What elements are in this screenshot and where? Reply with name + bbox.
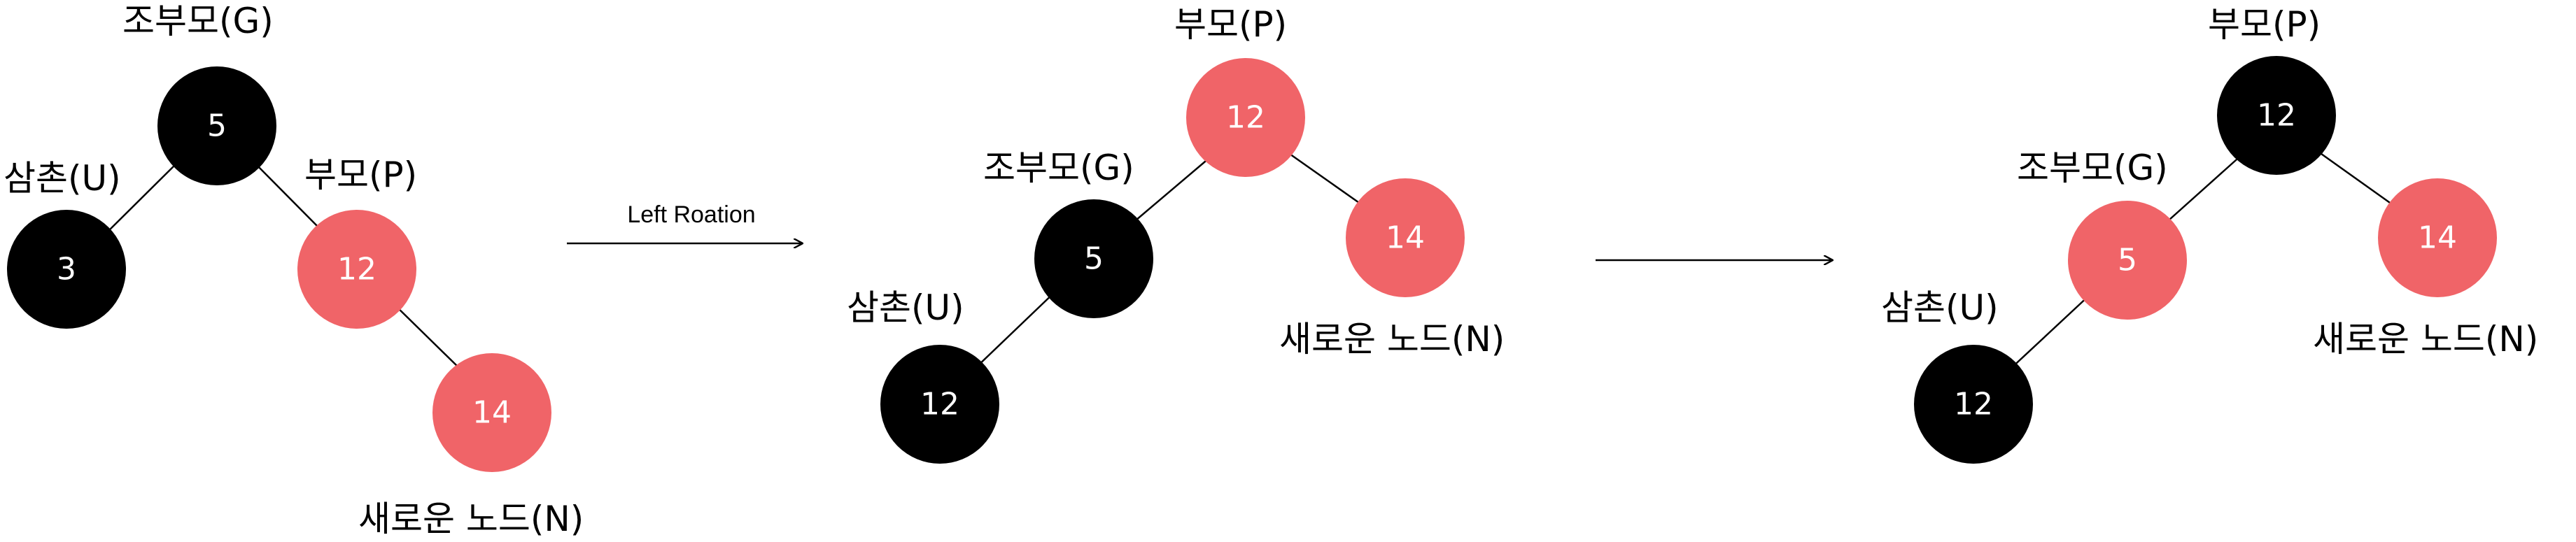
label-grandparent: 조부모(G)	[2017, 148, 2168, 188]
node-value: 14	[2418, 220, 2457, 256]
node-value: 14	[1386, 220, 1425, 256]
node-value: 12	[1954, 387, 1993, 422]
node-parent: 12	[1186, 58, 1305, 177]
node-parent: 12	[2217, 56, 2336, 175]
node-value: 12	[1226, 100, 1265, 136]
node-circle	[7, 210, 126, 329]
edge-parent-grandparent	[2162, 153, 2244, 227]
edge-grandparent-parent	[250, 158, 323, 231]
node-circle	[157, 66, 276, 185]
label-uncle: 삼촌(U)	[3, 158, 121, 199]
node-grandparent: 5	[2068, 201, 2187, 320]
label-grandparent: 조부모(G)	[122, 1, 274, 41]
stage-1-tree: 5 조부모(G) 3 삼촌(U) 12 부모(P) 14 새로운 노드(N)	[3, 1, 584, 539]
label-new-node: 새로운 노드(N)	[2313, 319, 2538, 359]
node-value: 5	[207, 108, 227, 144]
node-circle	[1346, 178, 1465, 297]
edge-parent-new-node	[391, 301, 461, 370]
edge-grandparent-uncle	[973, 290, 1057, 370]
left-rotation-arrow: Left Roation	[567, 201, 802, 243]
node-circle	[880, 345, 999, 464]
node-circle	[1034, 199, 1153, 318]
node-uncle: 12	[880, 345, 999, 464]
edge-grandparent-uncle	[2008, 293, 2092, 371]
node-circle	[1186, 58, 1305, 177]
edge-parent-grandparent	[1126, 153, 1215, 229]
node-uncle: 12	[1914, 345, 2033, 464]
node-value: 12	[920, 387, 959, 422]
node-value: 14	[472, 395, 512, 431]
node-value: 5	[2118, 243, 2137, 278]
label-uncle: 삼촌(U)	[847, 287, 964, 328]
edge-grandparent-uncle	[97, 158, 182, 242]
label-uncle: 삼촌(U)	[1881, 287, 1999, 328]
node-value: 12	[2257, 98, 2296, 134]
node-circle	[2217, 56, 2336, 175]
node-new: 14	[1346, 178, 1465, 297]
node-value: 12	[337, 252, 376, 287]
node-circle	[2068, 201, 2187, 320]
node-parent: 12	[297, 210, 416, 329]
label-grandparent: 조부모(G)	[983, 148, 1134, 188]
stage-3-tree: 12 부모(P) 5 조부모(G) 14 새로운 노드(N) 12 삼촌(U)	[1881, 4, 2538, 464]
node-grandparent: 5	[1034, 199, 1153, 318]
node-uncle: 3	[7, 210, 126, 329]
stage-2-tree: 12 부모(P) 5 조부모(G) 14 새로운 노드(N) 12 삼촌(U)	[847, 4, 1505, 464]
label-new-node: 새로운 노드(N)	[358, 499, 584, 539]
node-new: 14	[432, 353, 551, 472]
label-new-node: 새로운 노드(N)	[1279, 319, 1505, 359]
node-circle	[1914, 345, 2033, 464]
node-circle	[297, 210, 416, 329]
node-value: 3	[57, 252, 76, 287]
node-grandparent: 5	[157, 66, 276, 185]
node-circle	[432, 353, 551, 472]
label-parent: 부모(P)	[2208, 4, 2321, 45]
node-circle	[2378, 178, 2497, 297]
label-parent: 부모(P)	[1174, 4, 1287, 45]
edge-parent-new-node	[1287, 151, 1362, 206]
node-value: 5	[1084, 241, 1104, 277]
left-rotation-label: Left Roation	[627, 201, 755, 228]
label-parent: 부모(P)	[304, 155, 417, 195]
node-new: 14	[2378, 178, 2497, 297]
edge-parent-new-node	[2316, 149, 2393, 206]
